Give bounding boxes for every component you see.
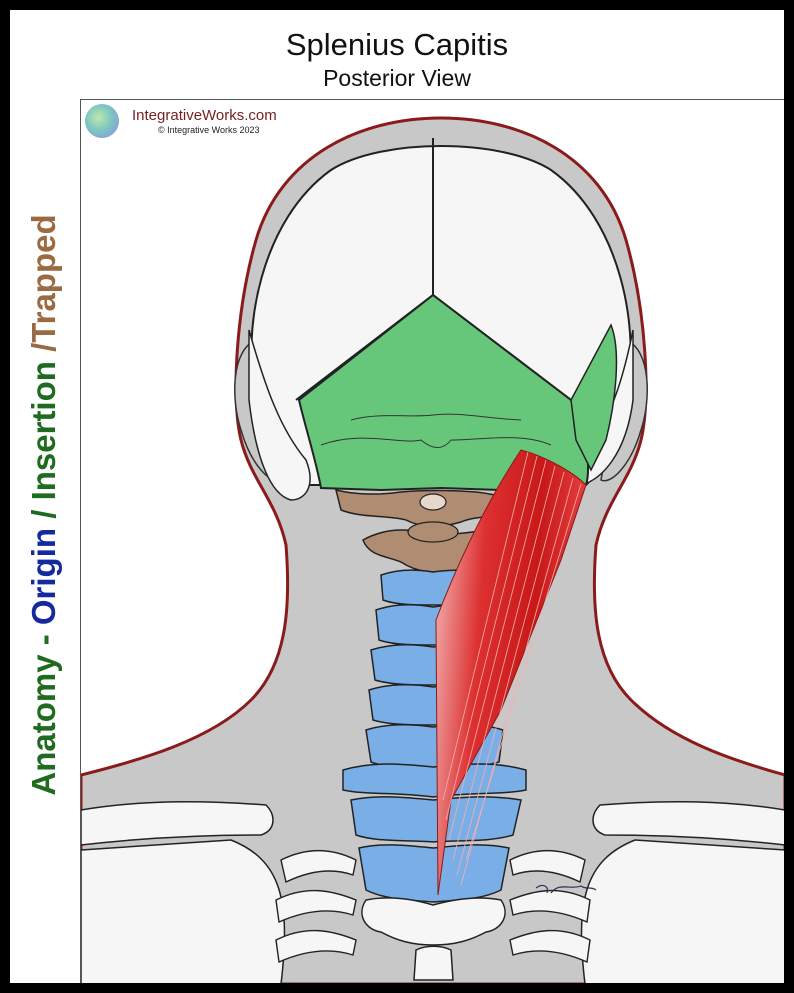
brand-site-name: IntegrativeWorks.com [132, 107, 277, 124]
label-trapped: /Trapped [25, 214, 62, 362]
label-insertion: Insertion [25, 361, 62, 501]
shoulder-bones [81, 800, 784, 983]
brand-copyright: © Integrative Works 2023 [158, 125, 260, 135]
occipital-ridge-2 [320, 437, 552, 448]
label-separator: / [25, 500, 62, 528]
thoracic-vertebra-lowest [413, 945, 454, 981]
anatomy-illustration [81, 116, 784, 983]
muscle-fibers [442, 451, 582, 886]
label-anatomy: Anatomy - [25, 625, 62, 796]
page-title: Splenius Capitis [285, 27, 509, 62]
occipital-ridge-1 [350, 413, 522, 421]
side-label: Anatomy - Origin / Insertion /Trapped [25, 214, 63, 795]
page-subtitle: Posterior View [323, 65, 471, 91]
left-mastoid [248, 329, 311, 501]
atlas-ring [419, 493, 447, 511]
axis-body [407, 521, 459, 543]
brand-logo-icon [85, 104, 119, 138]
side-label-container: Anatomy - Origin / Insertion /Trapped [24, 195, 64, 815]
rib-cage [275, 849, 591, 964]
anatomy-figure-frame: IntegrativeWorks.com © Integrative Works… [80, 99, 784, 983]
thoracic-vertebra-lower [361, 897, 506, 946]
insertion-region-mastoid [570, 323, 618, 472]
artist-signature [535, 884, 597, 894]
illustration-page: Splenius Capitis Posterior View Anatomy … [10, 10, 784, 983]
label-origin: Origin [25, 527, 62, 626]
